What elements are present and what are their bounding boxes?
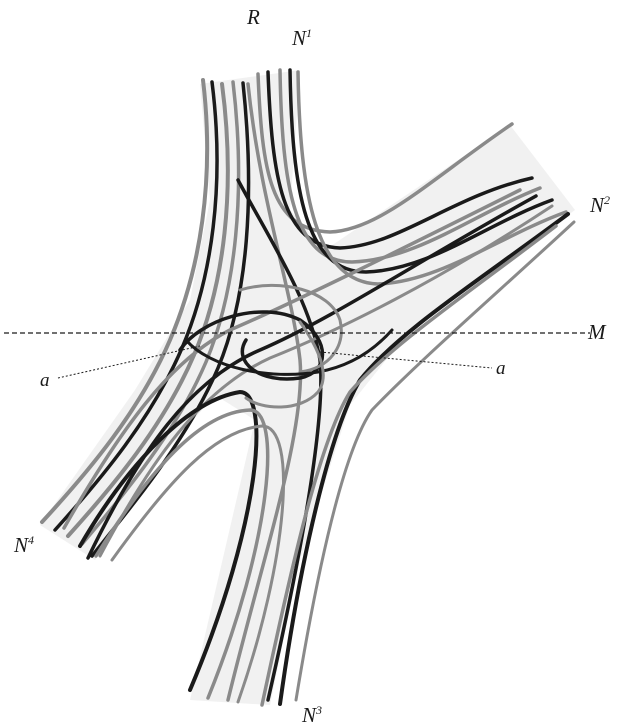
- plexus-shading: [40, 70, 575, 705]
- label-n3: N3: [301, 703, 322, 727]
- label-n4: N4: [13, 533, 34, 557]
- label-a-left: a: [40, 370, 50, 391]
- label-n2: N2: [589, 193, 610, 217]
- label-a-right: a: [496, 358, 506, 379]
- label-m: M: [587, 320, 607, 344]
- label-r: R: [246, 5, 260, 29]
- label-n1: N1: [291, 26, 312, 50]
